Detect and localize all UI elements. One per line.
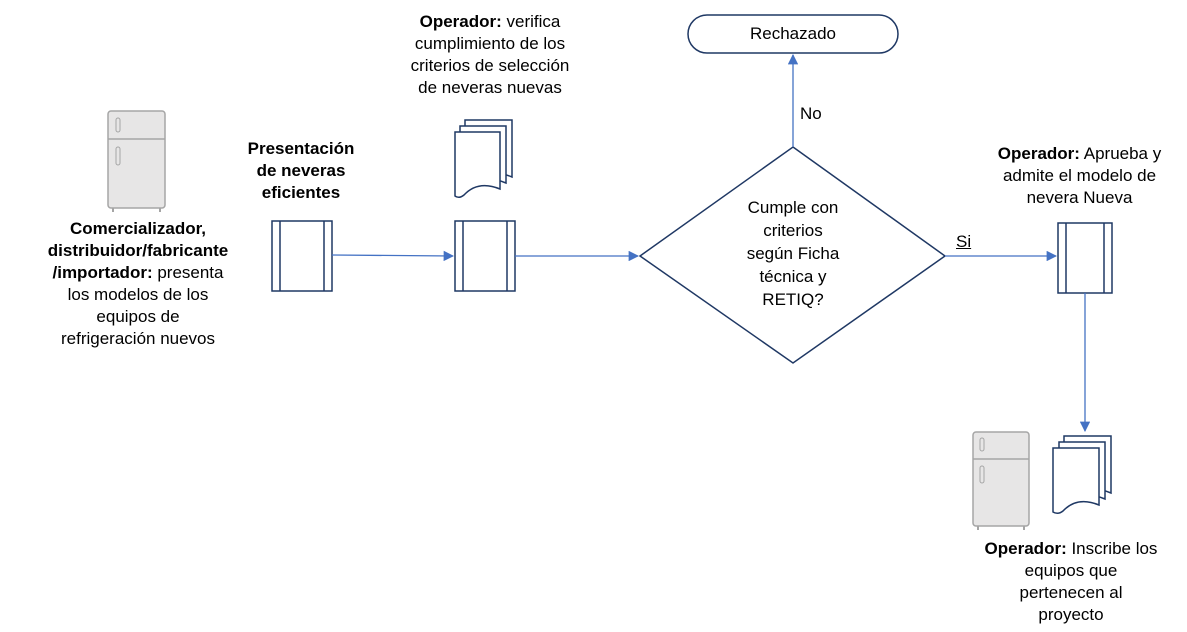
multi-document-icon [454,119,513,199]
inscribe-bold: Operador: [984,539,1067,558]
edge-label-si: Si [956,232,972,251]
verifica-line-4: de neveras nuevas [418,78,562,97]
multi-document-icon-bottom [1052,435,1112,515]
decision-diamond [638,146,947,364]
actor-left-bold-1: Comercializador, [69,219,207,238]
inscribe-line-3: pertenecen al [1019,583,1123,602]
refrigerator-icon [107,110,166,212]
verifica-line-1: Operador: verifica [380,11,600,33]
verifica-line-3: criterios de selección [410,56,570,75]
decision-line-5: RETIQ? [762,290,824,309]
refrigerator-icon-bottom [972,431,1030,530]
aprueba-label: Operador: Aprueba y admite el modelo de … [972,143,1187,209]
decision-line-4: técnica y [759,267,827,286]
process-box-verifica [454,220,516,292]
actor-left-line-5: equipos de [96,307,180,326]
terminator-label: Rechazado [749,24,836,43]
presentacion-line-3: eficientes [261,183,341,202]
process-box-aprueba [1057,222,1113,294]
verifica-line-2: cumplimiento de los [414,34,566,53]
aprueba-bold: Operador: [997,144,1080,163]
presentacion-line-2: de neveras [256,161,346,180]
aprueba-line-1: Operador: Aprueba y [972,143,1187,165]
inscribe-line-1: Operador: Inscribe los [955,538,1187,560]
connector-presentacion-verifica [331,250,455,262]
actor-left-bold-3: /importador: [52,263,153,282]
actor-left-inline: presenta [152,263,224,282]
inscribe-rest: Inscribe los [1066,539,1158,558]
inscribe-line-4: proyecto [1038,605,1104,624]
presentacion-line-1: Presentación [247,139,355,158]
verifica-label: Operador: verifica cumplimiento de los c… [380,11,600,99]
process-box-presentacion [271,220,333,292]
presentacion-label: Presentación de neveras eficientes [228,138,374,204]
verifica-bold: Operador: [419,12,502,31]
edge-label-no: No [800,104,822,123]
decision-line-2: criterios [763,221,823,240]
actor-left-line-3: /importador: presenta [8,262,268,284]
terminator-shape [687,14,899,54]
aprueba-line-3: nevera Nueva [1026,188,1133,207]
actor-left-bold-2: distribuidor/fabricante [47,241,229,260]
actor-left-text: Comercializador, distribuidor/fabricante… [8,218,268,350]
verifica-rest: verifica [501,12,561,31]
aprueba-rest: Aprueba y [1079,144,1162,163]
actor-left-line-6: refrigeración nuevos [60,329,216,348]
aprueba-line-2: admite el modelo de [1002,166,1157,185]
decision-line-3: según Ficha [746,244,840,263]
decision-text: Cumple con criterios según Ficha técnica… [718,196,868,311]
inscribe-line-2: equipos que [1024,561,1118,580]
actor-left-line-4: los modelos de los [67,285,209,304]
decision-line-1: Cumple con [747,198,839,217]
inscribe-label: Operador: Inscribe los equipos que perte… [955,538,1187,626]
